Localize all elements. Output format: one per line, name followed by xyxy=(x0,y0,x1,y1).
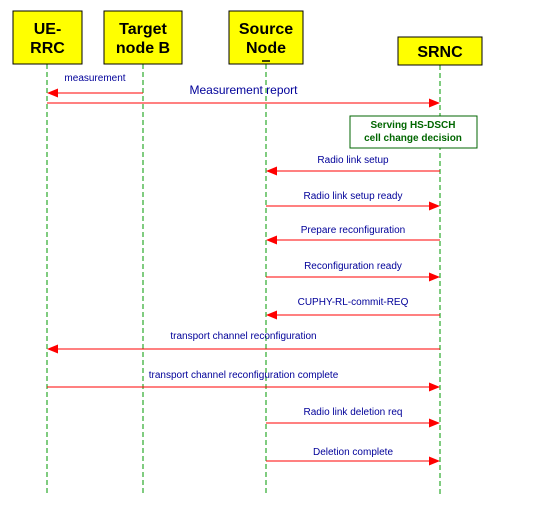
message-label: Radio link setup ready xyxy=(304,191,403,202)
participant-label: RRC xyxy=(30,40,65,57)
message-9: transport channel reconfiguration comple… xyxy=(47,370,440,392)
arrowhead xyxy=(266,310,277,320)
message-10: Radio link deletion req xyxy=(266,407,440,428)
message-7: CUPHY-RL-commit-REQ xyxy=(266,297,440,320)
participant-label: Source xyxy=(239,21,293,38)
message-label: Reconfiguration ready xyxy=(304,261,402,272)
participant-srnc: SRNC xyxy=(397,36,483,496)
participant-label: node B xyxy=(116,40,170,57)
participant-box xyxy=(397,36,483,66)
decision-note: Serving HS-DSCH cell change decision xyxy=(349,115,478,149)
participant-box xyxy=(12,10,83,65)
arrowhead xyxy=(429,418,440,428)
message-label: Prepare reconfiguration xyxy=(301,225,406,236)
arrowhead xyxy=(47,88,58,98)
message-label: transport channel reconfiguration comple… xyxy=(149,370,339,381)
message-label: Radio link deletion req xyxy=(304,407,403,418)
participant-box xyxy=(103,10,183,65)
message-6: Reconfiguration ready xyxy=(266,261,440,282)
message-5: Prepare reconfiguration xyxy=(266,225,440,245)
participant-box xyxy=(228,10,304,65)
participant-target-node-b: Target node B xyxy=(103,10,183,496)
message-1: measurement xyxy=(47,73,143,98)
message-label: Deletion complete xyxy=(313,447,393,458)
arrowhead xyxy=(429,201,440,211)
participant-label: SRNC xyxy=(417,44,463,61)
message-2: Measurement report xyxy=(47,83,440,108)
arrowhead xyxy=(429,456,440,466)
message-label: Measurement report xyxy=(189,83,298,97)
message-8: transport channel reconfiguration xyxy=(47,331,440,354)
decision-box xyxy=(349,115,478,149)
arrowhead xyxy=(429,98,440,108)
message-11: Deletion complete xyxy=(266,447,440,466)
decision-label: Serving HS-DSCH xyxy=(370,120,455,131)
message-3: Radio link setup xyxy=(266,155,440,176)
arrowhead xyxy=(47,344,58,354)
message-label: CUPHY-RL-commit-REQ xyxy=(298,297,409,308)
arrowhead xyxy=(266,235,277,245)
participant-label: UE- xyxy=(34,21,62,38)
message-4: Radio link setup ready xyxy=(266,191,440,211)
participant-ue-rrc: UE- RRC xyxy=(12,10,83,496)
message-label: transport channel reconfiguration xyxy=(170,331,316,342)
participant-label: Target xyxy=(119,21,167,38)
arrowhead xyxy=(266,166,277,176)
message-label: measurement xyxy=(64,73,125,84)
arrowhead xyxy=(429,272,440,282)
message-label: Radio link setup xyxy=(317,155,389,166)
participant-label: Node xyxy=(246,40,286,57)
arrowhead xyxy=(429,382,440,392)
decision-label: cell change decision xyxy=(364,133,462,144)
